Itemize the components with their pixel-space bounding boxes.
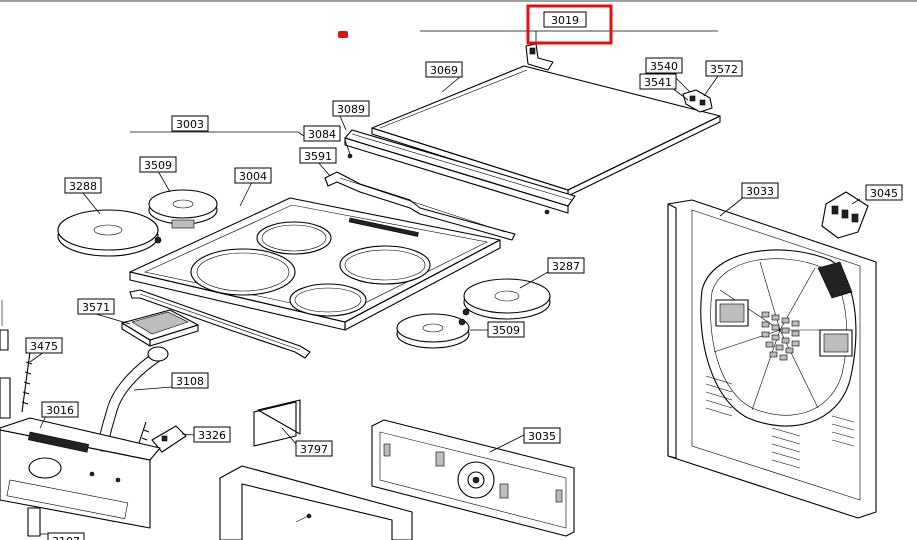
hose-3108	[97, 346, 169, 452]
svg-text:3035: 3035	[528, 430, 556, 443]
screw-3084	[347, 153, 353, 159]
heating-plate-3509-top	[148, 189, 218, 229]
control-panel-3016	[0, 417, 161, 537]
label-3016: 3016	[41, 401, 79, 418]
front-rail	[129, 289, 311, 359]
label-3287: 3287	[547, 257, 585, 274]
component-3045	[821, 191, 869, 239]
svg-text:3045: 3045	[870, 187, 898, 200]
label-3326: 3326	[193, 426, 231, 443]
label-3019: 3019	[543, 11, 587, 28]
bracket-3571	[121, 309, 199, 347]
red-marker	[338, 31, 348, 38]
svg-text:3541: 3541	[644, 76, 672, 89]
label-3475: 3475	[25, 337, 63, 354]
heating-plate-3287	[462, 278, 551, 320]
label-3107: 3107	[47, 532, 85, 540]
svg-text:3572: 3572	[710, 63, 738, 76]
svg-text:3069: 3069	[430, 64, 458, 77]
svg-text:3540: 3540	[650, 60, 678, 73]
rear-bracket-3035	[371, 419, 575, 537]
left-edge-parts	[0, 300, 11, 419]
fan-vent-grid	[761, 311, 800, 361]
label-3591: 3591	[299, 147, 337, 164]
label-3089: 3089	[332, 100, 370, 117]
label-3509-bottom: 3509	[487, 321, 525, 338]
spring-3475	[21, 351, 33, 413]
lower-frame	[219, 465, 413, 540]
svg-text:3509: 3509	[144, 159, 172, 172]
glass-lid-3069	[371, 65, 721, 197]
label-3509-top: 3509	[139, 156, 177, 173]
label-3288: 3288	[64, 177, 102, 194]
part-labels: 3019 3069 3540 3541 3572 3089 3003 3084	[25, 11, 903, 540]
hinge-3019	[525, 43, 554, 71]
bracket-3591	[324, 171, 516, 241]
spring-3326	[135, 421, 150, 453]
svg-text:3509: 3509	[492, 324, 520, 337]
label-3004: 3004	[234, 167, 272, 184]
label-3069: 3069	[425, 61, 463, 78]
svg-text:3475: 3475	[30, 340, 58, 353]
svg-text:3019: 3019	[551, 14, 579, 27]
label-3084: 3084	[303, 125, 341, 142]
hob-top-3004	[129, 197, 501, 331]
label-3540: 3540	[645, 57, 683, 74]
label-3541: 3541	[639, 73, 677, 90]
rear-strip-3089	[344, 129, 576, 215]
heating-plate-3288	[57, 209, 162, 257]
svg-text:3108: 3108	[176, 375, 204, 388]
label-3572: 3572	[705, 60, 743, 77]
insulation-3797	[253, 399, 301, 447]
svg-text:3084: 3084	[308, 128, 336, 141]
svg-text:3089: 3089	[337, 103, 365, 116]
svg-text:3003: 3003	[176, 118, 204, 131]
svg-text:3033: 3033	[746, 185, 774, 198]
back-panel-3033	[667, 199, 877, 519]
label-3033: 3033	[741, 182, 779, 199]
svg-text:3288: 3288	[69, 180, 97, 193]
highlight-box-3019	[526, 4, 613, 45]
svg-text:3107: 3107	[52, 535, 80, 540]
label-3797: 3797	[295, 440, 333, 457]
label-3035: 3035	[523, 427, 561, 444]
svg-text:3591: 3591	[304, 150, 332, 163]
svg-text:3016: 3016	[46, 404, 74, 417]
label-3108: 3108	[171, 372, 209, 389]
label-3571: 3571	[77, 298, 115, 315]
svg-text:3797: 3797	[300, 443, 328, 456]
svg-text:3004: 3004	[239, 170, 267, 183]
svg-text:3287: 3287	[552, 260, 580, 273]
heating-plate-3509-bottom	[396, 313, 470, 349]
label-3045: 3045	[865, 184, 903, 201]
leader-lines	[29, 30, 861, 535]
svg-text:3571: 3571	[82, 301, 110, 314]
svg-text:3326: 3326	[198, 429, 226, 442]
label-3003: 3003	[171, 115, 209, 132]
